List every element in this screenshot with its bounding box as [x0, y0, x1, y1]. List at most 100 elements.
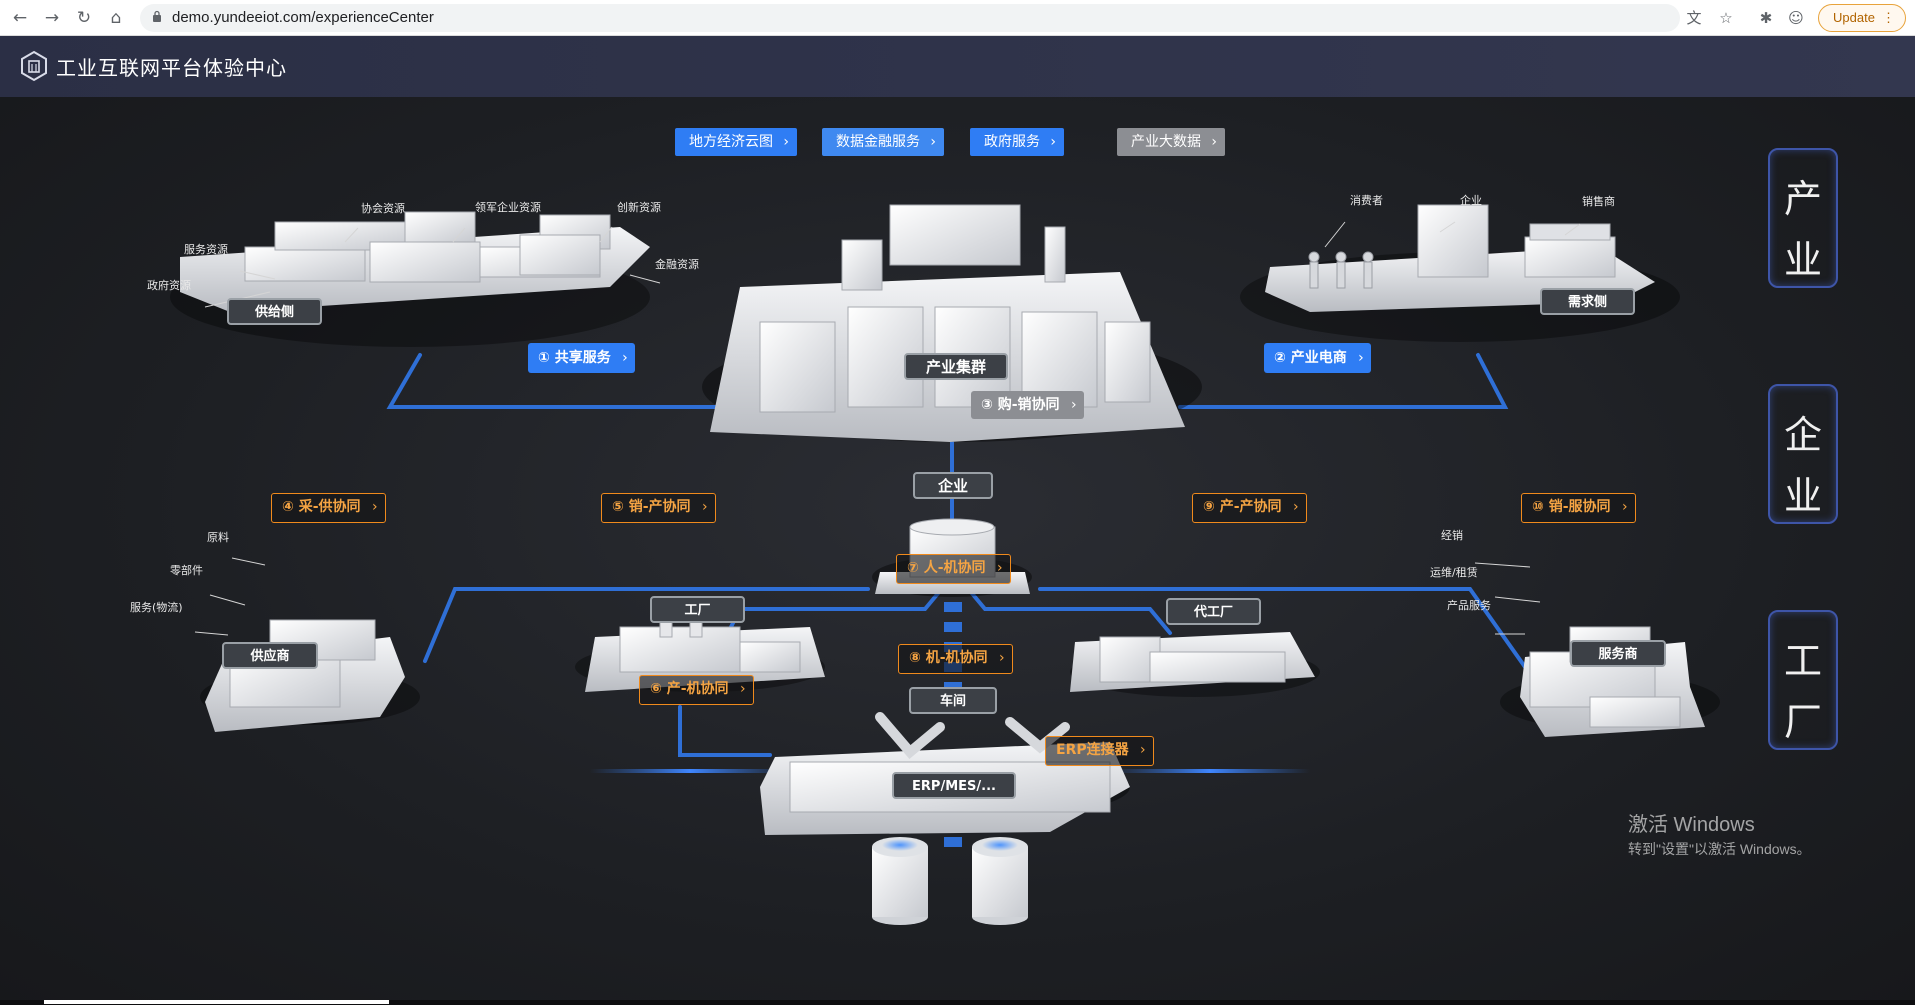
node-supplier[interactable]: 供应商	[222, 642, 318, 669]
pill-label: ⑩ 销-服协同	[1532, 499, 1611, 515]
chevron-right-icon: ›	[701, 499, 708, 515]
pill-label: ① 共享服务	[538, 350, 611, 366]
pill-sales-service[interactable]: ⑩ 销-服协同›	[1521, 493, 1636, 523]
app-header: 工业互联网平台体验中心	[0, 36, 1915, 97]
node-supply-side[interactable]: 供给侧	[227, 298, 322, 325]
watermark-line-1: 激活 Windows	[1628, 814, 1755, 836]
chevron-right-icon: ›	[1292, 499, 1299, 515]
label-distribution: 经销	[1441, 529, 1463, 542]
label-innovation-resource: 创新资源	[617, 201, 661, 214]
side-panel-enterprise[interactable]: 企 业	[1768, 384, 1838, 524]
address-bar[interactable]: demo.yundeeiot.com/experienceCenter	[140, 4, 1680, 32]
tab-label: 数据金融服务	[836, 134, 920, 150]
lock-icon	[153, 10, 161, 22]
side-char: 产	[1783, 177, 1822, 221]
chevron-right-icon: ›	[1140, 742, 1146, 758]
chevron-right-icon: ›	[739, 681, 746, 697]
pill-label: ⑧ 机-机协同	[909, 650, 988, 666]
tab-data-finance[interactable]: 数据金融服务 ›	[822, 128, 944, 156]
tab-label: 政府服务	[984, 134, 1040, 150]
oem-factory-platform	[1070, 632, 1320, 697]
bottom-glow-line-right	[1110, 769, 1310, 773]
side-char: 业	[1783, 474, 1822, 518]
experience-center-stage: 地方经济云图› 数据金融服务› 政府服务› 产业大数据› 协会资源 领军企业资源…	[0, 97, 1915, 1005]
chevron-right-icon: ›	[1358, 350, 1364, 366]
label-service-resource: 服务资源	[184, 243, 228, 256]
chevron-right-icon: ›	[996, 560, 1003, 576]
chevron-right-icon: ›	[1070, 397, 1077, 413]
tab-label: 产业大数据	[1131, 134, 1201, 150]
pill-erp-connector[interactable]: ERP连接器 ›	[1045, 736, 1154, 766]
supply-side-platform	[170, 211, 650, 347]
side-char: 业	[1783, 238, 1822, 282]
node-enterprise[interactable]: 企业	[913, 472, 993, 499]
label-company: 企业	[1460, 194, 1482, 207]
label-seller: 销售商	[1582, 195, 1615, 208]
pill-production-production[interactable]: ⑨ 产-产协同 ›	[1192, 493, 1307, 523]
bottom-glow-line-left	[590, 769, 790, 773]
node-oem-factory[interactable]: 代工厂	[1166, 598, 1261, 625]
forward-icon[interactable]: →	[44, 8, 60, 28]
browser-toolbar: ← → ↻ ⌂ demo.yundeeiot.com/experienceCen…	[0, 0, 1915, 36]
tab-label: 地方经济云图	[689, 134, 773, 150]
node-industry-cluster[interactable]: 产业集群	[904, 353, 1008, 380]
side-char: 厂	[1783, 700, 1822, 744]
extensions-icon[interactable]: ✱	[1759, 9, 1773, 27]
label-finance-resource: 金融资源	[655, 258, 699, 271]
translate-icon[interactable]: 文	[1686, 9, 1702, 27]
node-factory[interactable]: 工厂	[650, 596, 745, 623]
chevron-right-icon: ›	[930, 134, 936, 150]
home-icon[interactable]: ⌂	[110, 8, 122, 28]
pill-production-machine[interactable]: ⑥ 产-机协同 ›	[639, 675, 754, 705]
building-logo-icon	[21, 50, 47, 82]
resource-leader-lines	[194, 221, 1581, 636]
diagram-canvas	[170, 204, 1720, 925]
tab-government-service[interactable]: 政府服务›	[970, 128, 1064, 156]
pill-purchase-sales[interactable]: ③ 购-销协同 ›	[971, 391, 1084, 419]
supplier-platform	[200, 619, 420, 732]
pill-label: ⑥ 产-机协同	[650, 681, 729, 697]
pill-human-machine[interactable]: ⑦ 人-机协同 ›	[896, 554, 1011, 584]
label-parts: 零部件	[170, 564, 203, 577]
demand-side-platform	[1240, 204, 1680, 342]
url-text: demo.yundeeiot.com/experienceCenter	[172, 9, 434, 26]
label-government-resource: 政府资源	[147, 279, 191, 292]
pill-label: ⑤ 销-产协同	[612, 499, 691, 515]
update-button[interactable]: Update ⋮	[1818, 4, 1906, 32]
pill-machine-machine[interactable]: ⑧ 机-机协同 ›	[898, 644, 1013, 674]
chevron-right-icon: ›	[998, 650, 1005, 666]
tab-local-economy-cloud[interactable]: 地方经济云图 ›	[675, 128, 797, 156]
side-panel-factory[interactable]: 工 厂	[1768, 610, 1838, 750]
node-erp-mes[interactable]: ERP/MES/...	[892, 772, 1016, 799]
scrollbar-thumb[interactable]	[44, 1000, 389, 1004]
label-maintenance-leasing: 运维/租赁	[1430, 566, 1478, 579]
node-service-provider[interactable]: 服务商	[1570, 640, 1666, 667]
chevron-right-icon: ›	[1211, 134, 1217, 150]
pill-label: ERP连接器	[1056, 742, 1129, 758]
profile-avatar-icon[interactable]: ☺	[1788, 9, 1804, 27]
update-label: Update	[1833, 10, 1875, 25]
node-demand-side[interactable]: 需求侧	[1540, 288, 1635, 315]
pill-shared-service[interactable]: ① 共享服务›	[528, 343, 635, 373]
watermark-line-2: 转到"设置"以激活 Windows。	[1628, 841, 1811, 857]
label-consumer: 消费者	[1350, 194, 1383, 207]
menu-dots-icon[interactable]: ⋮	[1882, 10, 1895, 25]
reload-icon[interactable]: ↻	[76, 8, 92, 28]
pill-industry-ecommerce[interactable]: ② 产业电商›	[1264, 343, 1371, 373]
back-icon[interactable]: ←	[12, 8, 28, 28]
pill-label: ⑦ 人-机协同	[907, 560, 986, 576]
tab-industry-big-data[interactable]: 产业大数据 ›	[1117, 128, 1225, 156]
node-workshop[interactable]: 车间	[909, 687, 997, 714]
erp-databases	[872, 837, 1028, 925]
side-panel-industry[interactable]: 产 业	[1768, 148, 1838, 288]
pill-label: ③ 购-销协同	[981, 397, 1060, 413]
horizontal-scrollbar[interactable]	[0, 1000, 1915, 1005]
pill-purchase-supply[interactable]: ④ 采-供协同›	[271, 493, 386, 523]
pill-label: ⑨ 产-产协同	[1203, 499, 1282, 515]
label-association-resource: 协会资源	[361, 202, 405, 215]
star-icon[interactable]: ☆	[1719, 9, 1733, 27]
chevron-right-icon: ›	[783, 134, 789, 150]
pill-sales-production[interactable]: ⑤ 销-产协同 ›	[601, 493, 716, 523]
page-title: 工业互联网平台体验中心	[56, 56, 287, 80]
industry-cluster-platform	[702, 204, 1202, 442]
